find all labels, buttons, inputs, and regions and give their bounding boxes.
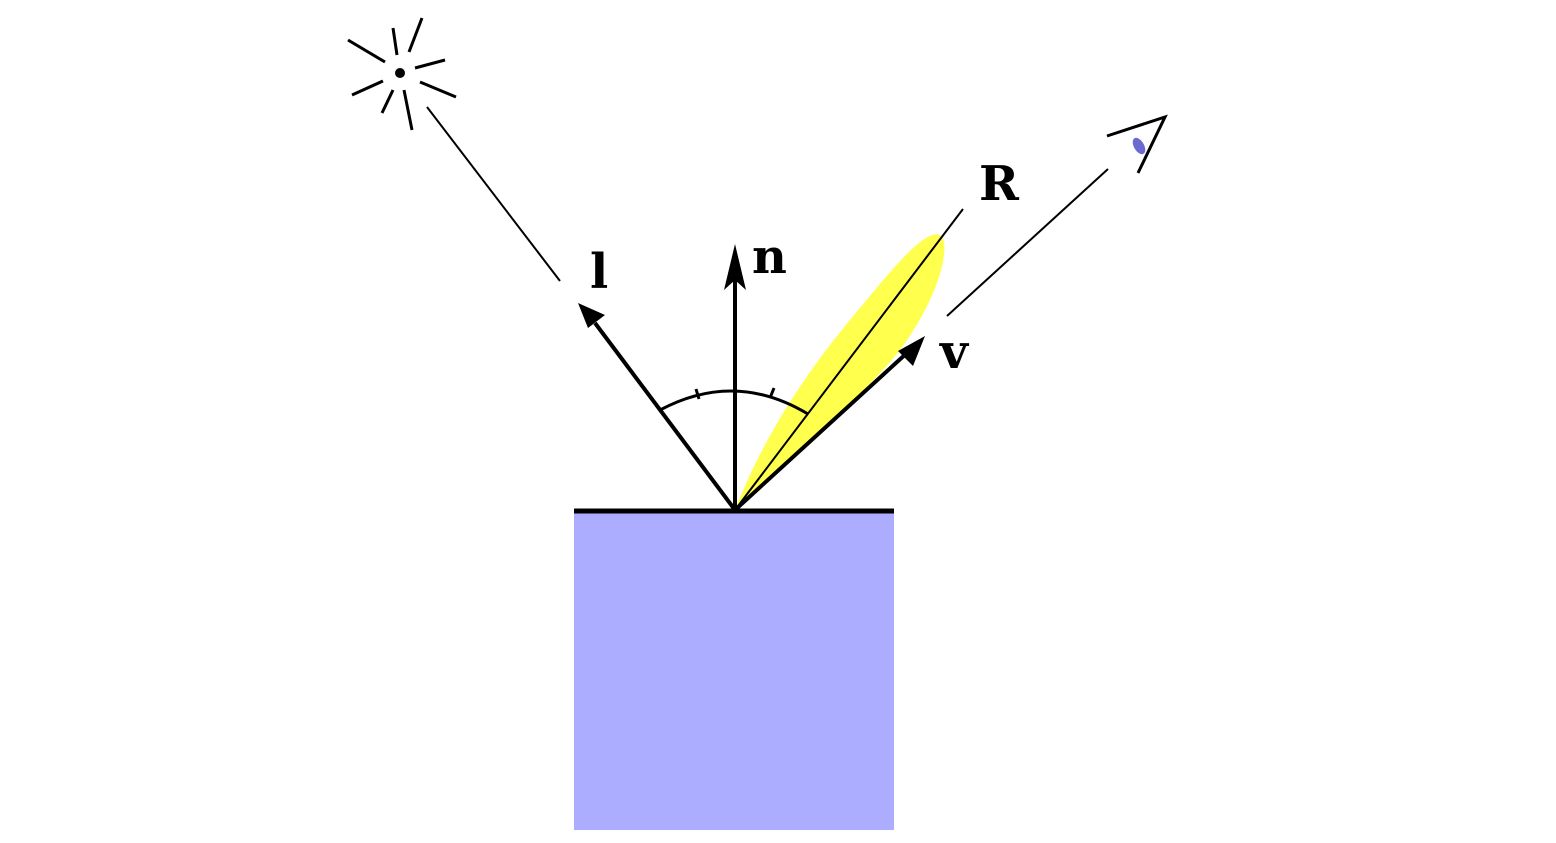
- eye-ray: [946, 168, 1109, 317]
- surface-block: [574, 511, 894, 830]
- eye-icon: [1106, 114, 1168, 174]
- light-vector: [578, 303, 737, 512]
- light-ray: [426, 106, 561, 282]
- normal-vector-label: n: [752, 229, 787, 285]
- light-vector-label: l: [590, 244, 608, 300]
- reflection-ray: [734, 208, 964, 511]
- view-vector-label: v: [939, 324, 970, 380]
- light-source-icon: [347, 17, 457, 131]
- reflection-vector-label: R: [979, 156, 1020, 212]
- angle-arc: [659, 387, 809, 416]
- normal-vector: [724, 244, 746, 510]
- view-vector: [733, 336, 925, 512]
